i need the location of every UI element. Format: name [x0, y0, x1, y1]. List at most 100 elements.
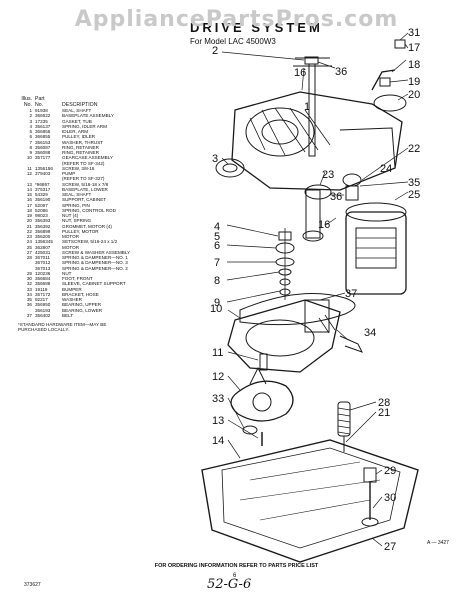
gearcase-cover-part: [245, 319, 315, 357]
row-illus-no: 27: [26, 249, 32, 255]
hardware-note: *STANDARD HARDWARE ITEM—MAY BE PURCHASED…: [18, 322, 107, 333]
callout-16-mid: 16: [318, 219, 330, 231]
row-part-no: 356153: [35, 139, 51, 145]
row-illus-no: 24: [26, 239, 32, 245]
row-part-no: 52086: [35, 207, 48, 213]
row-description: WASHER: [62, 297, 82, 302]
row-part-no: 367011: [35, 255, 50, 260]
header-part: Part No.: [35, 96, 62, 108]
cabinet-sleeve-part: [363, 467, 377, 483]
row-part-no: 356200: [35, 234, 51, 239]
pump-part: [230, 380, 294, 422]
drawing-lines: [201, 39, 419, 563]
callout-9: 9: [214, 297, 220, 309]
leader-lines: [221, 32, 409, 547]
row-part-no: 366622: [35, 113, 51, 119]
row-part-no: 356393: [35, 218, 51, 224]
row-description: GROMMET, MOTOR (4): [62, 223, 112, 229]
parts-list-header: Illus. No. Part No. DESCRIPTION: [18, 96, 190, 108]
row-description: SPRING, CONTROL ROD: [62, 207, 116, 213]
callout-20: 20: [408, 89, 420, 101]
callout-31: 31: [408, 27, 420, 39]
row-description: SPRING & DAMPENER—NO. 2: [62, 265, 128, 271]
row-illus-no: 7: [29, 139, 32, 145]
callout-12: 12: [212, 371, 224, 383]
motor-top-part: [345, 202, 407, 222]
callout-19: 19: [408, 76, 420, 88]
row-part-no: 366856: [35, 129, 51, 134]
row-description: SPRING & DAMPENER—NO. 3: [62, 260, 128, 266]
row-description: (REFER TO SF-342): [62, 160, 105, 166]
row-description: SPRING, IDLER ARM: [62, 123, 107, 129]
row-description: SCREW & WASHER ASSEMBLY: [62, 249, 131, 255]
row-description: NUT, SPRING: [62, 218, 92, 224]
idler-spring-part: [278, 231, 292, 241]
callout-36-mid: 36: [330, 191, 342, 203]
row-illus-no: 23: [26, 234, 32, 239]
header-desc-label: DESCRIPTION: [62, 102, 98, 108]
header-illus: Illus. No.: [18, 96, 35, 108]
tub-gasket-part: [215, 158, 245, 178]
document-code: 373627: [24, 582, 41, 588]
row-part-no: 379403: [35, 171, 51, 176]
header-part-no-label: No.: [35, 102, 44, 108]
row-illus-no: 34: [26, 291, 32, 297]
row-part-no: 356402: [35, 312, 51, 318]
belt-part: [239, 293, 356, 326]
row-illus-no: 17: [26, 202, 32, 208]
row-illus-no: 20: [26, 218, 32, 224]
row-description: PULLEY, MOTOR: [62, 228, 99, 234]
row-part-no: 366855: [35, 134, 51, 140]
row-illus-no: 16: [26, 197, 32, 203]
callout-25: 25: [408, 189, 420, 201]
row-part-no: 362807: [35, 244, 51, 250]
row-description: BELT: [62, 312, 74, 318]
row-description: BASEPLATE, LOWER: [62, 186, 108, 192]
row-part-no: 425031: [35, 249, 51, 255]
lower-baseplate-ribs-part: [239, 461, 381, 521]
ordering-footer: FOR ORDERING INFORMATION REFER TO PARTS …: [154, 563, 319, 569]
row-illus-no: 37: [26, 312, 32, 318]
callout-7: 7: [214, 257, 220, 269]
row-description: SETSCREW, 5/16-24 x 1/2: [62, 239, 118, 245]
row-description: SCREW, 3/8-16: [62, 165, 95, 171]
row-part-no: 367013: [35, 265, 51, 271]
row-description: SPRING & DAMPENER—NO. 1: [62, 255, 128, 260]
row-illus-no: 12: [26, 171, 32, 176]
callout-27: 27: [384, 541, 396, 553]
table-row: (REFER TO SF-342): [18, 161, 190, 166]
row-description: SEAL, SHAFT: [62, 108, 92, 113]
row-illus-no: 36: [26, 302, 32, 308]
row-illus-no: 29: [26, 270, 32, 276]
spring-dampener-part: [337, 401, 351, 437]
row-description: SCREW, 5/16-18 x 7/8: [62, 181, 109, 187]
row-part-no: 356392: [35, 223, 51, 229]
row-illus-no: 28: [26, 255, 32, 260]
table-row: (REFER TO SF-327): [18, 176, 190, 181]
callout-10: 10: [210, 303, 222, 315]
row-part-no: 91938: [35, 108, 48, 113]
row-description: BUMPER: [62, 286, 82, 292]
row-part-no: 356087: [35, 144, 51, 150]
callout-30: 30: [384, 492, 396, 504]
diagram-code: A — 3427: [427, 540, 449, 546]
row-illus-no: 18: [26, 207, 32, 213]
row-illus-no: 14: [26, 186, 32, 192]
row-description: RING, RETAINER: [62, 144, 99, 150]
row-description: GEARCASE ASSEMBLY: [62, 155, 113, 161]
row-illus-no: 32: [26, 281, 32, 287]
row-description: MOTOR: [62, 234, 80, 239]
row-illus-no: 21: [26, 223, 32, 229]
